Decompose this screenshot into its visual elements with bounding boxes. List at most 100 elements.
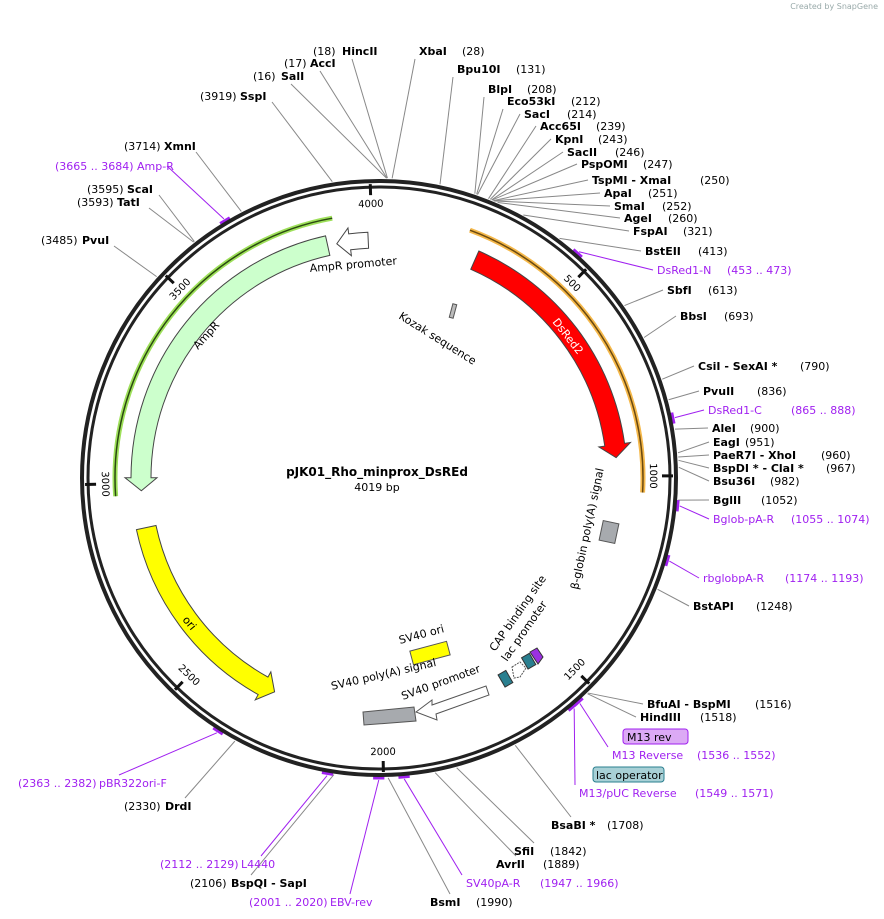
enzyme-name[interactable]: CsiI - SexAI * bbox=[698, 360, 778, 373]
cap-binding-site-box[interactable] bbox=[497, 669, 514, 688]
lac-promoter-arrow[interactable] bbox=[511, 661, 527, 679]
enzyme-name[interactable]: PvuI bbox=[82, 234, 109, 247]
enzyme-name[interactable]: XmnI bbox=[164, 140, 196, 153]
enzyme-leader-line bbox=[668, 390, 700, 401]
primer-mark[interactable] bbox=[321, 771, 334, 776]
kozak-sequence-mark[interactable] bbox=[448, 303, 458, 319]
enzyme-name[interactable]: PaeR7I - XhoI bbox=[713, 449, 796, 462]
enzyme-site: (982) bbox=[770, 475, 800, 488]
m13-rev-box[interactable] bbox=[622, 728, 689, 745]
enzyme-name[interactable]: PvuII bbox=[703, 385, 734, 398]
enzyme-name[interactable]: AgeI bbox=[624, 212, 652, 225]
enzyme-name[interactable]: BspDI * - ClaI * bbox=[713, 462, 804, 475]
primer-range: (865 .. 888) bbox=[791, 404, 856, 417]
enzyme-leader-line bbox=[678, 466, 710, 482]
enzyme-site: (243) bbox=[598, 133, 628, 146]
enzyme-name[interactable]: DrdI bbox=[165, 800, 192, 813]
primer-mark[interactable] bbox=[572, 248, 583, 259]
sv40-promoter-arrow[interactable] bbox=[414, 685, 490, 721]
enzyme-name[interactable]: Bpu10I bbox=[457, 63, 501, 76]
enzyme-leader-line bbox=[290, 83, 387, 179]
primer-name[interactable]: DsRed1-C bbox=[708, 404, 762, 417]
enzyme-site: (1052) bbox=[761, 494, 798, 507]
enzyme-name[interactable]: XbaI bbox=[419, 45, 447, 58]
enzyme-site: (836) bbox=[757, 385, 787, 398]
enzyme-name[interactable]: BspQI - SapI bbox=[231, 877, 307, 890]
enzyme-name[interactable]: SbfI bbox=[667, 284, 692, 297]
enzyme-site: (613) bbox=[708, 284, 738, 297]
ampr-arrow[interactable] bbox=[123, 235, 331, 492]
enzyme-name[interactable]: Acc65I bbox=[540, 120, 581, 133]
enzyme-name[interactable]: SalI bbox=[281, 70, 304, 83]
enzyme-name[interactable]: BsmI bbox=[430, 896, 461, 909]
sv40-polya-box[interactable] bbox=[362, 706, 417, 726]
primer-name[interactable]: SV40pA-R bbox=[466, 877, 521, 890]
primer-mark[interactable] bbox=[219, 216, 231, 225]
enzyme-name[interactable]: TspMI - XmaI bbox=[592, 174, 671, 187]
enzyme-name[interactable]: AccI bbox=[310, 57, 336, 70]
enzyme-name[interactable]: BstAPI bbox=[693, 600, 734, 613]
primer-range: (2001 .. 2020) bbox=[249, 896, 328, 909]
enzyme-name[interactable]: ApaI bbox=[604, 187, 632, 200]
enzyme-leader-line bbox=[387, 777, 451, 895]
bglobin-polya-box[interactable] bbox=[598, 519, 620, 545]
ampr-promoter-arrow[interactable] bbox=[336, 226, 370, 257]
enzyme-name[interactable]: Bsu36I bbox=[713, 475, 755, 488]
enzyme-name[interactable]: Eco53kI bbox=[507, 95, 555, 108]
primer-name[interactable]: M13 Reverse bbox=[612, 749, 683, 762]
primer-mark[interactable] bbox=[212, 726, 224, 736]
primer-leader-line bbox=[166, 165, 225, 220]
enzyme-name[interactable]: AleI bbox=[712, 422, 736, 435]
primer-leader-line bbox=[578, 251, 654, 271]
enzyme-name[interactable]: EagI bbox=[713, 436, 740, 449]
lac-operator-box[interactable] bbox=[592, 766, 665, 783]
kozak-label: Kozak sequence bbox=[396, 310, 478, 368]
enzyme-name[interactable]: HindIII bbox=[640, 711, 681, 724]
primer-mark[interactable] bbox=[664, 554, 671, 567]
enzyme-name[interactable]: HincII bbox=[342, 45, 378, 58]
enzyme-name[interactable]: TatI bbox=[117, 196, 140, 209]
enzyme-name[interactable]: SmaI bbox=[614, 200, 645, 213]
lac-operator-box-mark[interactable] bbox=[520, 652, 537, 670]
ori-arrow[interactable] bbox=[135, 524, 276, 701]
enzyme-name[interactable]: KpnI bbox=[555, 133, 583, 146]
primer-name[interactable]: Amp-R bbox=[137, 160, 174, 173]
primer-mark[interactable] bbox=[670, 412, 676, 424]
enzyme-leader-line bbox=[643, 315, 677, 338]
enzyme-name[interactable]: BstEII bbox=[645, 245, 681, 258]
enzyme-name[interactable]: SacI bbox=[524, 108, 550, 121]
enzyme-name[interactable]: PspOMI bbox=[581, 158, 628, 171]
primer-name[interactable]: pBR322ori-F bbox=[99, 777, 167, 790]
enzyme-site: (247) bbox=[643, 158, 673, 171]
dsred2-arrow[interactable] bbox=[470, 250, 632, 459]
enzyme-name[interactable]: AvrII bbox=[496, 858, 525, 871]
primer-name[interactable]: L4440 bbox=[241, 858, 275, 871]
enzyme-name[interactable]: BsaBI * bbox=[551, 819, 596, 832]
enzyme-name[interactable]: ScaI bbox=[127, 183, 153, 196]
enzyme-leader-line bbox=[271, 101, 333, 182]
primer-name[interactable]: M13/pUC Reverse bbox=[579, 787, 677, 800]
enzyme-name[interactable]: SacII bbox=[567, 146, 597, 159]
primer-name[interactable]: rbglobpA-R bbox=[703, 572, 764, 585]
enzyme-name[interactable]: BglII bbox=[713, 494, 741, 507]
enzyme-name[interactable]: BbsI bbox=[680, 310, 707, 323]
enzyme-name[interactable]: SfiI bbox=[514, 845, 534, 858]
enzyme-name[interactable]: FspAI bbox=[633, 225, 668, 238]
enzyme-name[interactable]: SspI bbox=[240, 90, 266, 103]
enzyme-name[interactable]: BlpI bbox=[488, 83, 512, 96]
enzyme-name[interactable]: BfuAI - BspMI bbox=[647, 698, 731, 711]
primer-name[interactable]: EBV-rev bbox=[330, 896, 373, 909]
primer-name[interactable]: DsRed1-N bbox=[657, 264, 711, 277]
enzyme-site: (2106) bbox=[190, 877, 227, 890]
primer-name[interactable]: Bglob-pA-R bbox=[713, 513, 775, 526]
primer-mark[interactable] bbox=[398, 774, 410, 779]
sv40-ori-box[interactable] bbox=[409, 640, 451, 666]
enzyme-site: (1889) bbox=[543, 858, 580, 871]
lac-operator-box-label: lac operator bbox=[596, 769, 663, 782]
enzyme-site: (1516) bbox=[755, 698, 792, 711]
primer-mark[interactable] bbox=[567, 702, 579, 712]
enzyme-leader-line bbox=[195, 151, 242, 212]
primer-mark[interactable] bbox=[675, 500, 680, 512]
tick-mark bbox=[580, 674, 591, 685]
m13-rev-mark[interactable] bbox=[529, 647, 544, 665]
